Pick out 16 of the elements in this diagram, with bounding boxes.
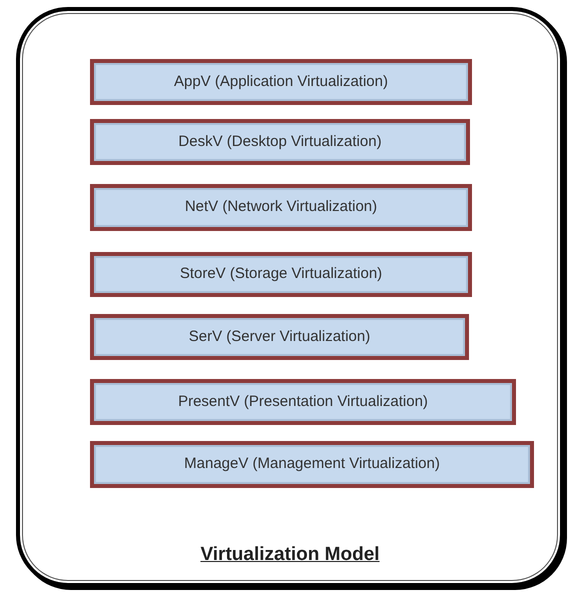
layer-box: [90, 119, 470, 165]
layer-box: [90, 184, 472, 231]
panel-heading: Virtualization Model: [200, 543, 380, 567]
layer-label: NetV (Network Virtualization): [184, 197, 378, 218]
layer-box: [90, 379, 516, 425]
layer-label: ManageV (Management Virtualization): [184, 454, 440, 474]
layer-label: DeskV (Desktop Virtualization): [178, 132, 382, 152]
layer-label: StoreV (Storage Virtualization): [180, 264, 382, 284]
outer-rounded-panel: [16, 7, 564, 587]
layer-box: [90, 59, 472, 105]
layer-box: [90, 441, 534, 488]
layer-label: AppV (Application Virtualization): [174, 72, 388, 92]
layer-box: [90, 314, 469, 360]
layer-label: SerV (Server Virtualization): [188, 326, 370, 347]
layer-label: PresentV (Presentation Virtualization): [178, 392, 428, 412]
layer-box: [90, 252, 472, 297]
